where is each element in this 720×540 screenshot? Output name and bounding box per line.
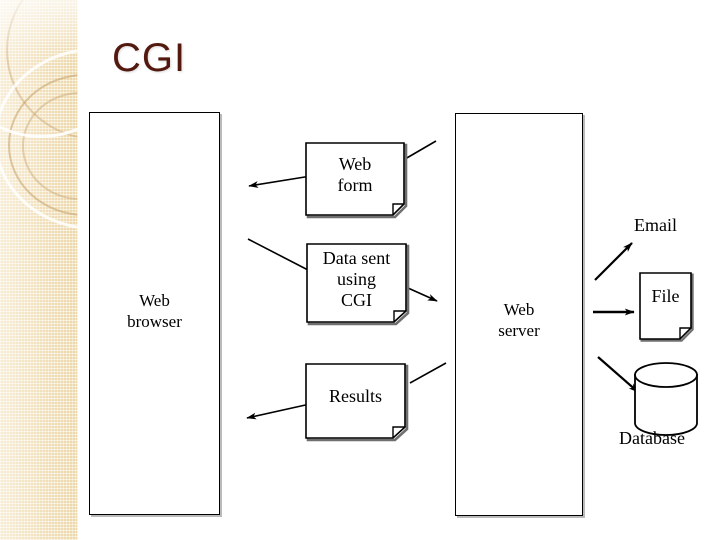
node-database-cylinder[interactable] — [633, 362, 699, 436]
node-web-browser[interactable]: Web browser — [89, 112, 220, 515]
node-email-label[interactable]: Email — [634, 215, 677, 235]
web-browser-label-line2: browser — [127, 312, 182, 331]
sidebar-edge — [77, 0, 78, 540]
web-server-label-line2: server — [498, 321, 540, 340]
node-database-label: Database — [619, 428, 685, 448]
page-title: CGI — [112, 36, 187, 80]
node-web-form[interactable]: Web form — [305, 142, 408, 219]
node-web-server[interactable]: Web server — [455, 113, 583, 516]
node-data-sent-cgi[interactable]: Data sent using CGI — [306, 243, 410, 326]
arrow-server-to-database — [597, 356, 639, 393]
web-server-label-line1: Web — [503, 300, 535, 319]
decorative-sidebar — [0, 0, 78, 540]
node-file[interactable]: File — [639, 272, 694, 342]
node-results[interactable]: Results — [305, 363, 409, 442]
sidebar-top-highlight — [0, 0, 78, 62]
arrow-server-to-email — [594, 242, 633, 281]
web-browser-label-line1: Web — [139, 291, 170, 310]
